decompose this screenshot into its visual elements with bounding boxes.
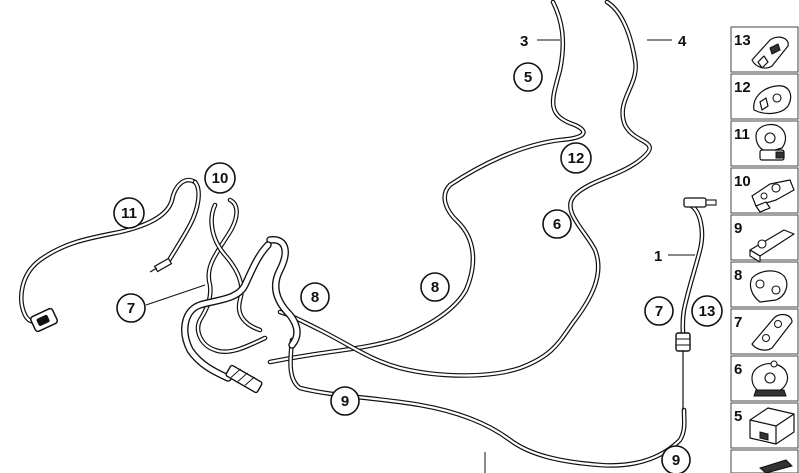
svg-text:12: 12: [568, 150, 585, 167]
callout-8a: 8: [300, 282, 330, 312]
parts-column: 13 12 11: [730, 26, 799, 473]
svg-text:7: 7: [127, 300, 135, 317]
line-9-pipe: [288, 337, 687, 468]
svg-text:12: 12: [734, 79, 751, 96]
svg-text:6: 6: [553, 216, 561, 233]
clip-10-icon: [751, 179, 795, 213]
callout-10: 10: [204, 162, 236, 194]
clip-12-icon: [753, 85, 792, 115]
part-row-11: 11: [730, 120, 799, 167]
clip-7-icon: [751, 313, 793, 351]
part-row-10: 10: [730, 167, 799, 214]
part-row-7: 7: [730, 308, 799, 355]
hose-8: [181, 236, 301, 382]
leader-lines: [145, 39, 695, 473]
clip-9-icon: [749, 229, 795, 263]
callouts: 5 12 6 10 11 8 8 7: [113, 62, 723, 473]
callout-9a: 9: [330, 386, 360, 416]
fitting-small-left: [149, 257, 173, 273]
svg-text:9: 9: [341, 393, 349, 410]
callout-5: 5: [513, 62, 543, 92]
part-row-13: 13: [730, 26, 799, 73]
part-row-partial: [730, 449, 799, 473]
svg-text:5: 5: [734, 408, 742, 425]
svg-text:8: 8: [311, 289, 319, 306]
part-row-5: 5: [730, 402, 799, 449]
svg-text:5: 5: [524, 69, 532, 86]
callout-8b: 8: [420, 272, 450, 302]
part-row-6: 6: [730, 355, 799, 402]
callout-6: 6: [542, 209, 572, 239]
svg-text:13: 13: [734, 32, 751, 49]
part-row-12: 12: [730, 73, 799, 120]
callout-13: 13: [691, 295, 723, 327]
label-3: 3: [520, 33, 528, 50]
svg-text:8: 8: [431, 279, 439, 296]
svg-text:11: 11: [121, 205, 137, 222]
label-4: 4: [678, 33, 687, 50]
clip-6-icon: [751, 360, 789, 397]
svg-text:9: 9: [734, 220, 742, 237]
line-7-pipe: [195, 197, 268, 354]
svg-text:9: 9: [672, 452, 680, 469]
svg-text:13: 13: [699, 303, 716, 320]
svg-text:8: 8: [734, 267, 742, 284]
svg-text:10: 10: [734, 173, 751, 190]
callout-7a: 7: [116, 293, 146, 323]
svg-text:10: 10: [212, 170, 229, 187]
svg-text:7: 7: [734, 314, 742, 331]
plain-labels: 3 4 1: [520, 33, 687, 265]
clip-8-icon: [749, 270, 788, 303]
line-11-pipe: [19, 177, 198, 325]
clip-11-icon: [755, 123, 787, 161]
svg-text:7: 7: [655, 303, 663, 320]
fitting-right-coupler: [675, 332, 691, 352]
line-1-pipe: [680, 202, 705, 410]
fitting-top-right: [683, 197, 717, 208]
clip-5-icon: [749, 407, 795, 445]
svg-text:11: 11: [734, 126, 750, 143]
part-row-9: 9: [730, 214, 799, 263]
callout-12: 12: [560, 142, 592, 174]
fitting-bottom-left: [225, 364, 263, 394]
part-row-8: 8: [730, 261, 799, 308]
line-4-pipe: [277, 0, 652, 378]
fitting-left-connector: [29, 307, 59, 333]
clip-13-icon: [751, 36, 789, 69]
line-10-pipe: [165, 179, 201, 265]
label-1: 1: [654, 248, 662, 265]
pipe-group: [19, 0, 717, 468]
callout-7b: 7: [644, 296, 674, 326]
line-3-pipe: [267, 0, 586, 365]
callout-11: 11: [113, 197, 145, 229]
svg-text:6: 6: [734, 361, 742, 378]
callout-9b: 9: [661, 445, 691, 473]
